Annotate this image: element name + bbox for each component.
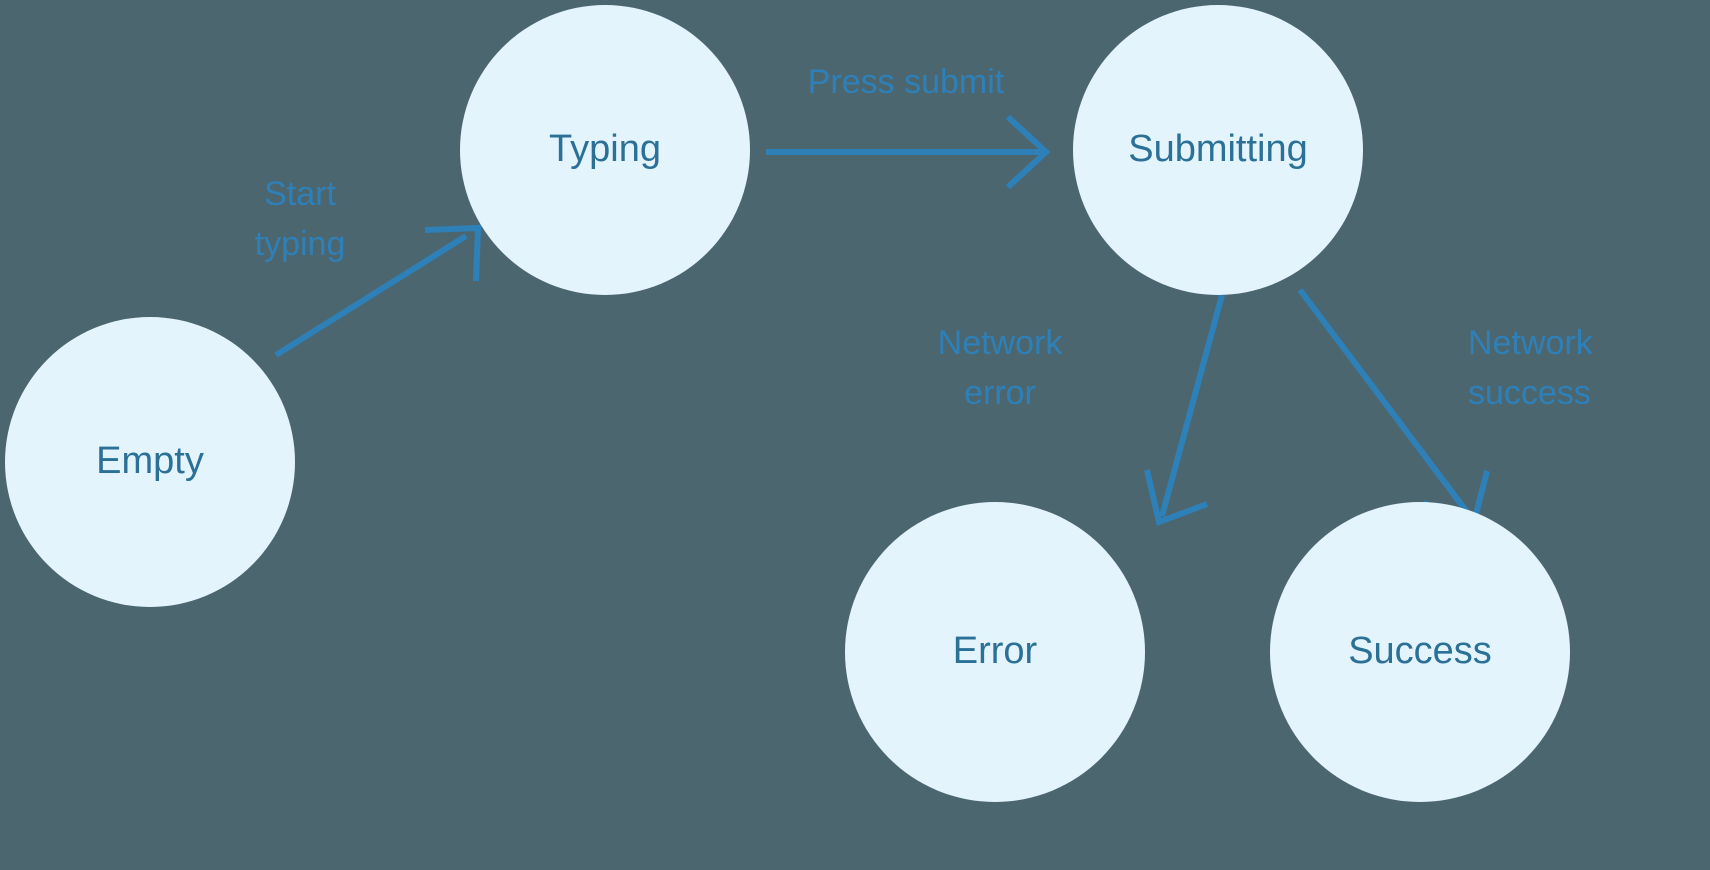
node-typing[interactable]: Typing xyxy=(460,5,750,295)
edge-empty-to-typing xyxy=(274,224,482,358)
edge-submitting-to-success xyxy=(1297,288,1490,526)
node-empty-label: Empty xyxy=(96,440,204,482)
edge-label-network-success-line2: success xyxy=(1468,374,1591,412)
edge-submitting-to-error xyxy=(1144,294,1225,527)
node-typing-label: Typing xyxy=(549,128,661,170)
node-success-circle[interactable] xyxy=(1270,502,1570,802)
edge-label-typing-to-submitting: Press submit xyxy=(808,63,1005,101)
edge-submitting-to-success-line xyxy=(1297,288,1473,518)
edge-label-start-typing-line2: typing xyxy=(255,225,346,263)
edge-submitting-to-error-arrowhead xyxy=(1144,469,1209,527)
node-success[interactable]: Success xyxy=(1270,502,1570,802)
edge-label-start-typing-line1: Start xyxy=(264,175,336,213)
edge-empty-to-typing-arrowhead xyxy=(424,224,482,282)
node-submitting[interactable]: Submitting xyxy=(1073,5,1363,295)
edge-label-empty-to-typing: Start typing xyxy=(255,175,346,263)
edge-label-press-submit-line1: Press submit xyxy=(808,63,1005,101)
node-error[interactable]: Error xyxy=(845,502,1145,802)
node-empty[interactable]: Empty xyxy=(5,317,295,607)
node-submitting-label: Submitting xyxy=(1128,128,1308,170)
node-success-label: Success xyxy=(1348,630,1492,672)
node-submitting-circle[interactable] xyxy=(1073,5,1363,295)
edge-label-network-success-line1: Network xyxy=(1468,324,1594,362)
node-typing-circle[interactable] xyxy=(460,5,750,295)
edge-typing-to-submitting xyxy=(766,114,1051,190)
edge-label-network-error-line2: error xyxy=(964,374,1036,412)
edge-label-submitting-to-error: Network error xyxy=(938,324,1064,412)
node-error-label: Error xyxy=(953,630,1038,672)
edge-label-network-error-line1: Network xyxy=(938,324,1064,362)
edge-label-submitting-to-success: Network success xyxy=(1468,324,1594,412)
edge-empty-to-typing-line xyxy=(274,233,468,358)
node-empty-circle[interactable] xyxy=(5,317,295,607)
node-error-circle[interactable] xyxy=(845,502,1145,802)
edge-typing-to-submitting-arrowhead xyxy=(1005,114,1051,190)
edge-submitting-to-error-line xyxy=(1159,294,1225,517)
